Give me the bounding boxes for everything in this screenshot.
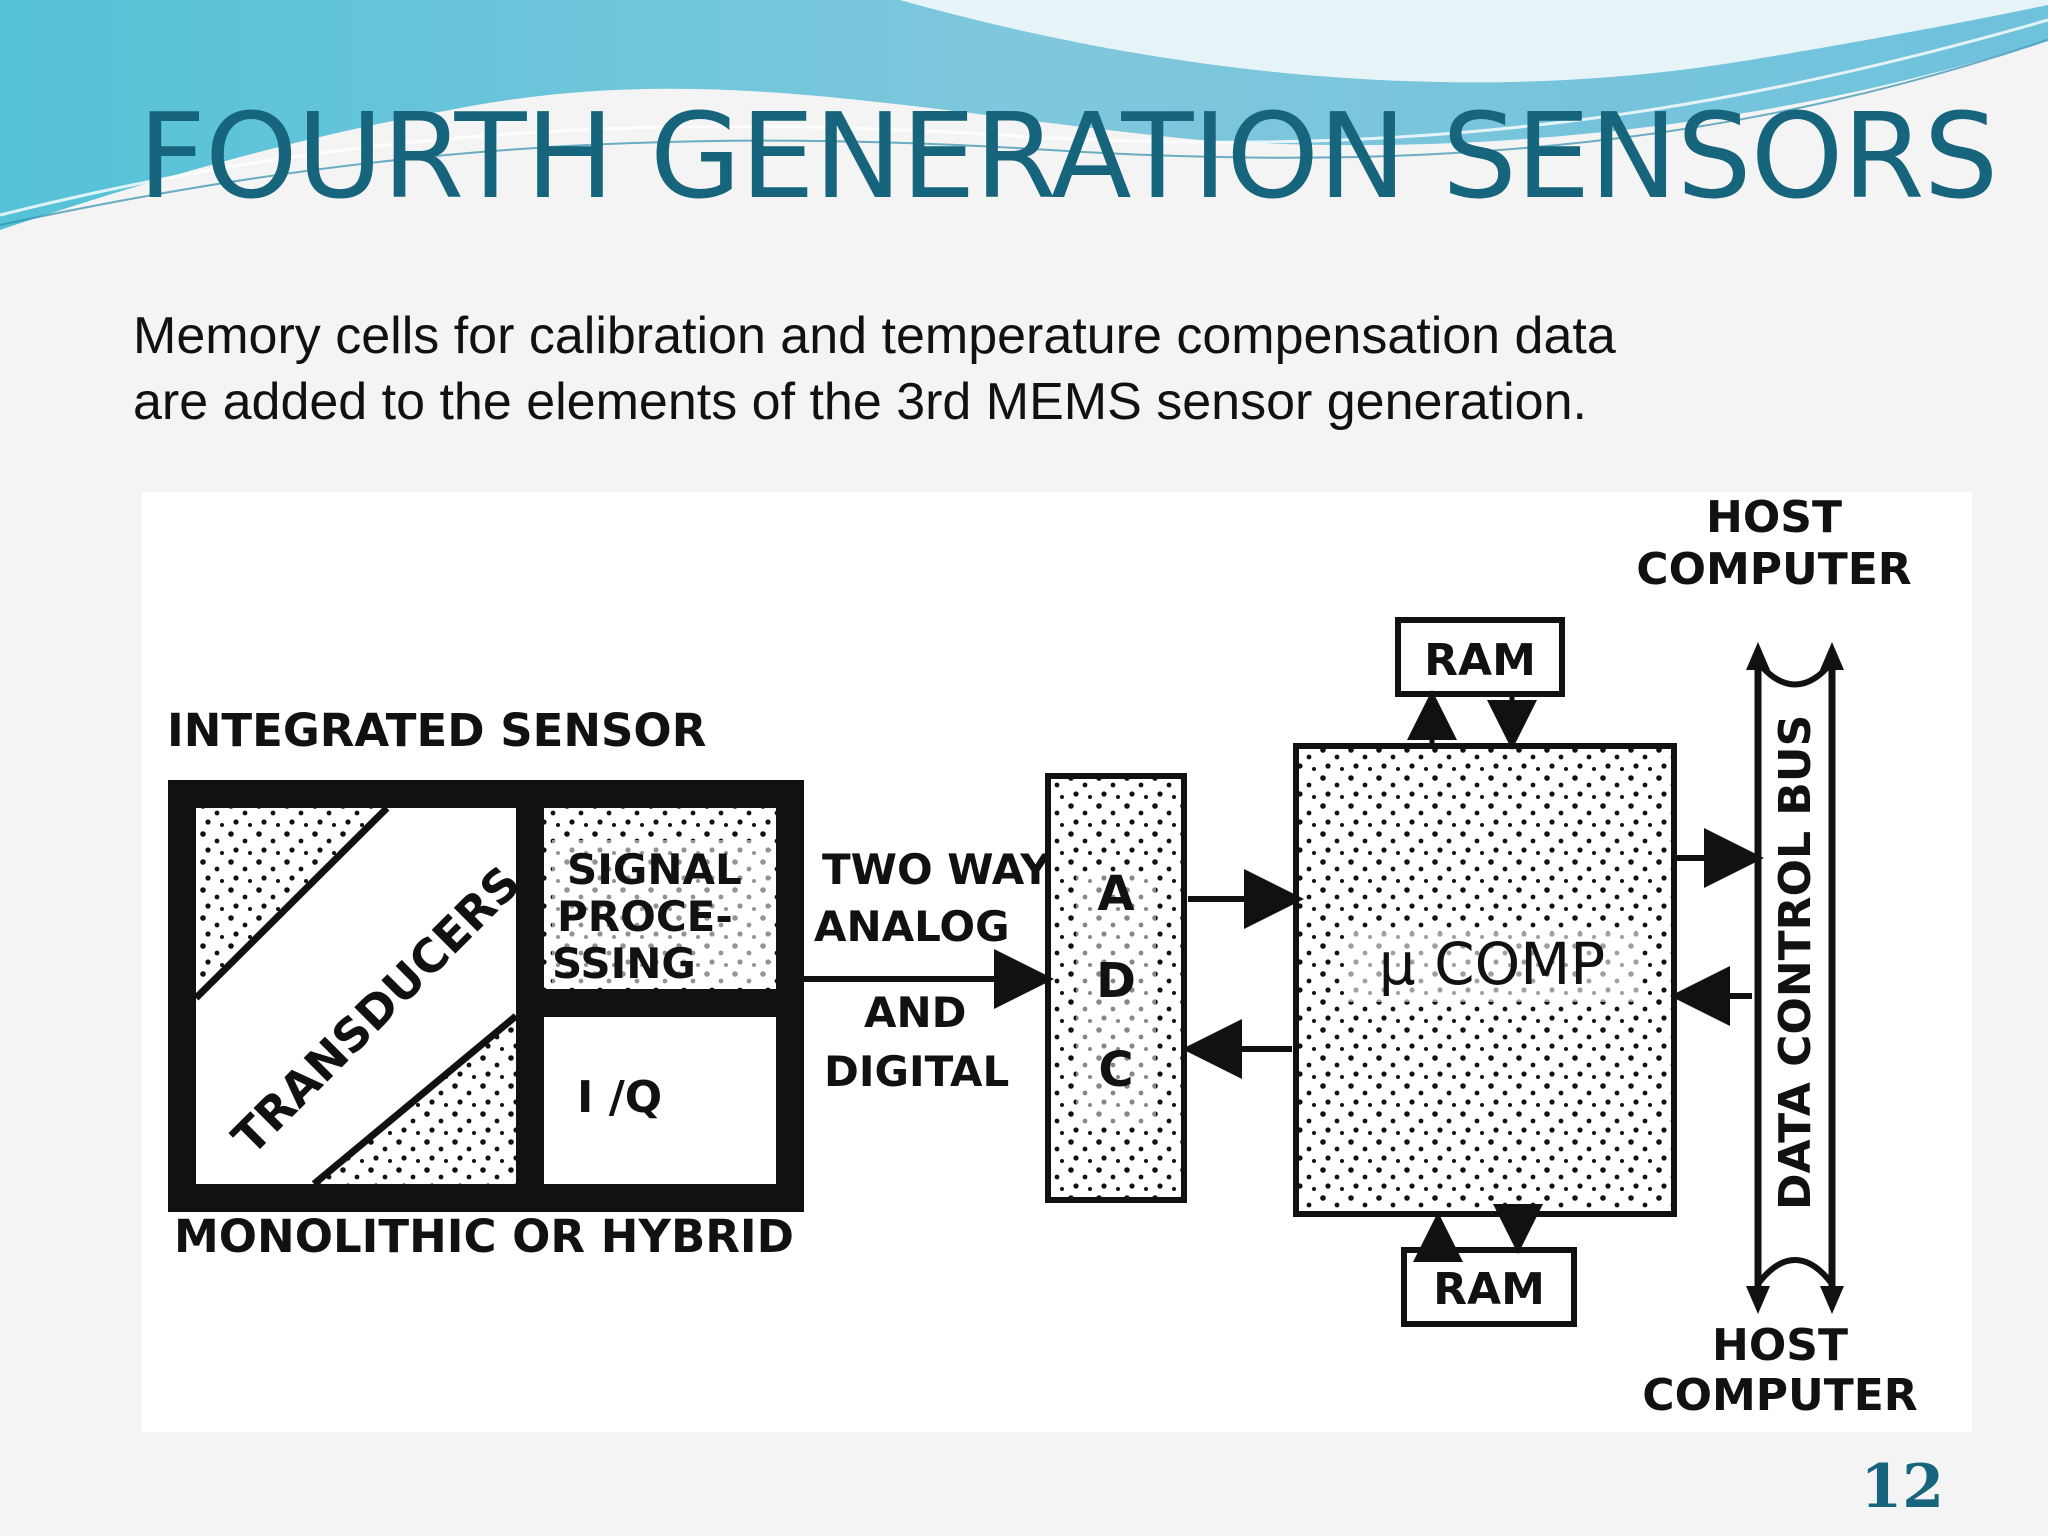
body-line: Memory cells for calibration and tempera… <box>133 307 1616 365</box>
data-control-bus: DATA CONTROL BUS <box>1746 642 1844 1314</box>
link-line: DIGITAL <box>824 1047 1009 1096</box>
body-line: are added to the elements of the 3rd MEM… <box>133 373 1587 431</box>
sensor-block-diagram: INTEGRATED SENSOR MONOLITHIC OR HYBRID T… <box>142 492 1972 1432</box>
host-bottom-line: COMPUTER <box>1642 1370 1917 1421</box>
mu-comp-block: μ COMP <box>1293 743 1677 1217</box>
page-number: 12 <box>1860 1452 1945 1522</box>
host-bottom-line: HOST <box>1712 1320 1848 1371</box>
signal-processing-line: PROCE- <box>557 892 733 941</box>
adc-block: A D C <box>1045 773 1187 1203</box>
link-label: TWO WAY ANALOG AND DIGITAL <box>814 845 1051 1096</box>
host-top-line: HOST <box>1706 492 1842 543</box>
signal-processing-block: SIGNAL PROCE- SSING <box>544 808 776 989</box>
ram-bottom-block: RAM <box>1401 1247 1577 1327</box>
link-line: ANALOG <box>814 902 1010 951</box>
signal-processing-line: SIGNAL <box>567 845 742 894</box>
adc-letter: A <box>1097 866 1134 922</box>
io-label: I /Q <box>577 1072 662 1123</box>
host-top-line: COMPUTER <box>1636 544 1911 595</box>
adc-letter: C <box>1098 1042 1133 1098</box>
io-block: I /Q <box>577 1072 662 1123</box>
ram-top-label: RAM <box>1424 635 1536 686</box>
mu-comp-label: μ COMP <box>1379 930 1606 998</box>
link-line: AND <box>864 988 967 1037</box>
host-computer-bottom: HOST COMPUTER <box>1642 1320 1917 1421</box>
host-computer-top: HOST COMPUTER <box>1636 492 1911 595</box>
body-text: Memory cells for calibration and tempera… <box>133 303 1833 435</box>
adc-letter: D <box>1096 953 1136 1009</box>
signal-processing-line: SSING <box>552 939 696 988</box>
integrated-sensor-label: INTEGRATED SENSOR <box>167 704 706 757</box>
slide-title: FOURTH GENERATION SENSORS <box>138 87 1998 225</box>
bus-label: DATA CONTROL BUS <box>1770 715 1821 1210</box>
ram-bottom-label: RAM <box>1433 1264 1545 1315</box>
decorative-wave-header <box>0 0 2048 230</box>
monolithic-label: MONOLITHIC OR HYBRID <box>174 1210 794 1263</box>
ram-top-block: RAM <box>1395 617 1565 697</box>
link-line: TWO WAY <box>822 845 1051 894</box>
